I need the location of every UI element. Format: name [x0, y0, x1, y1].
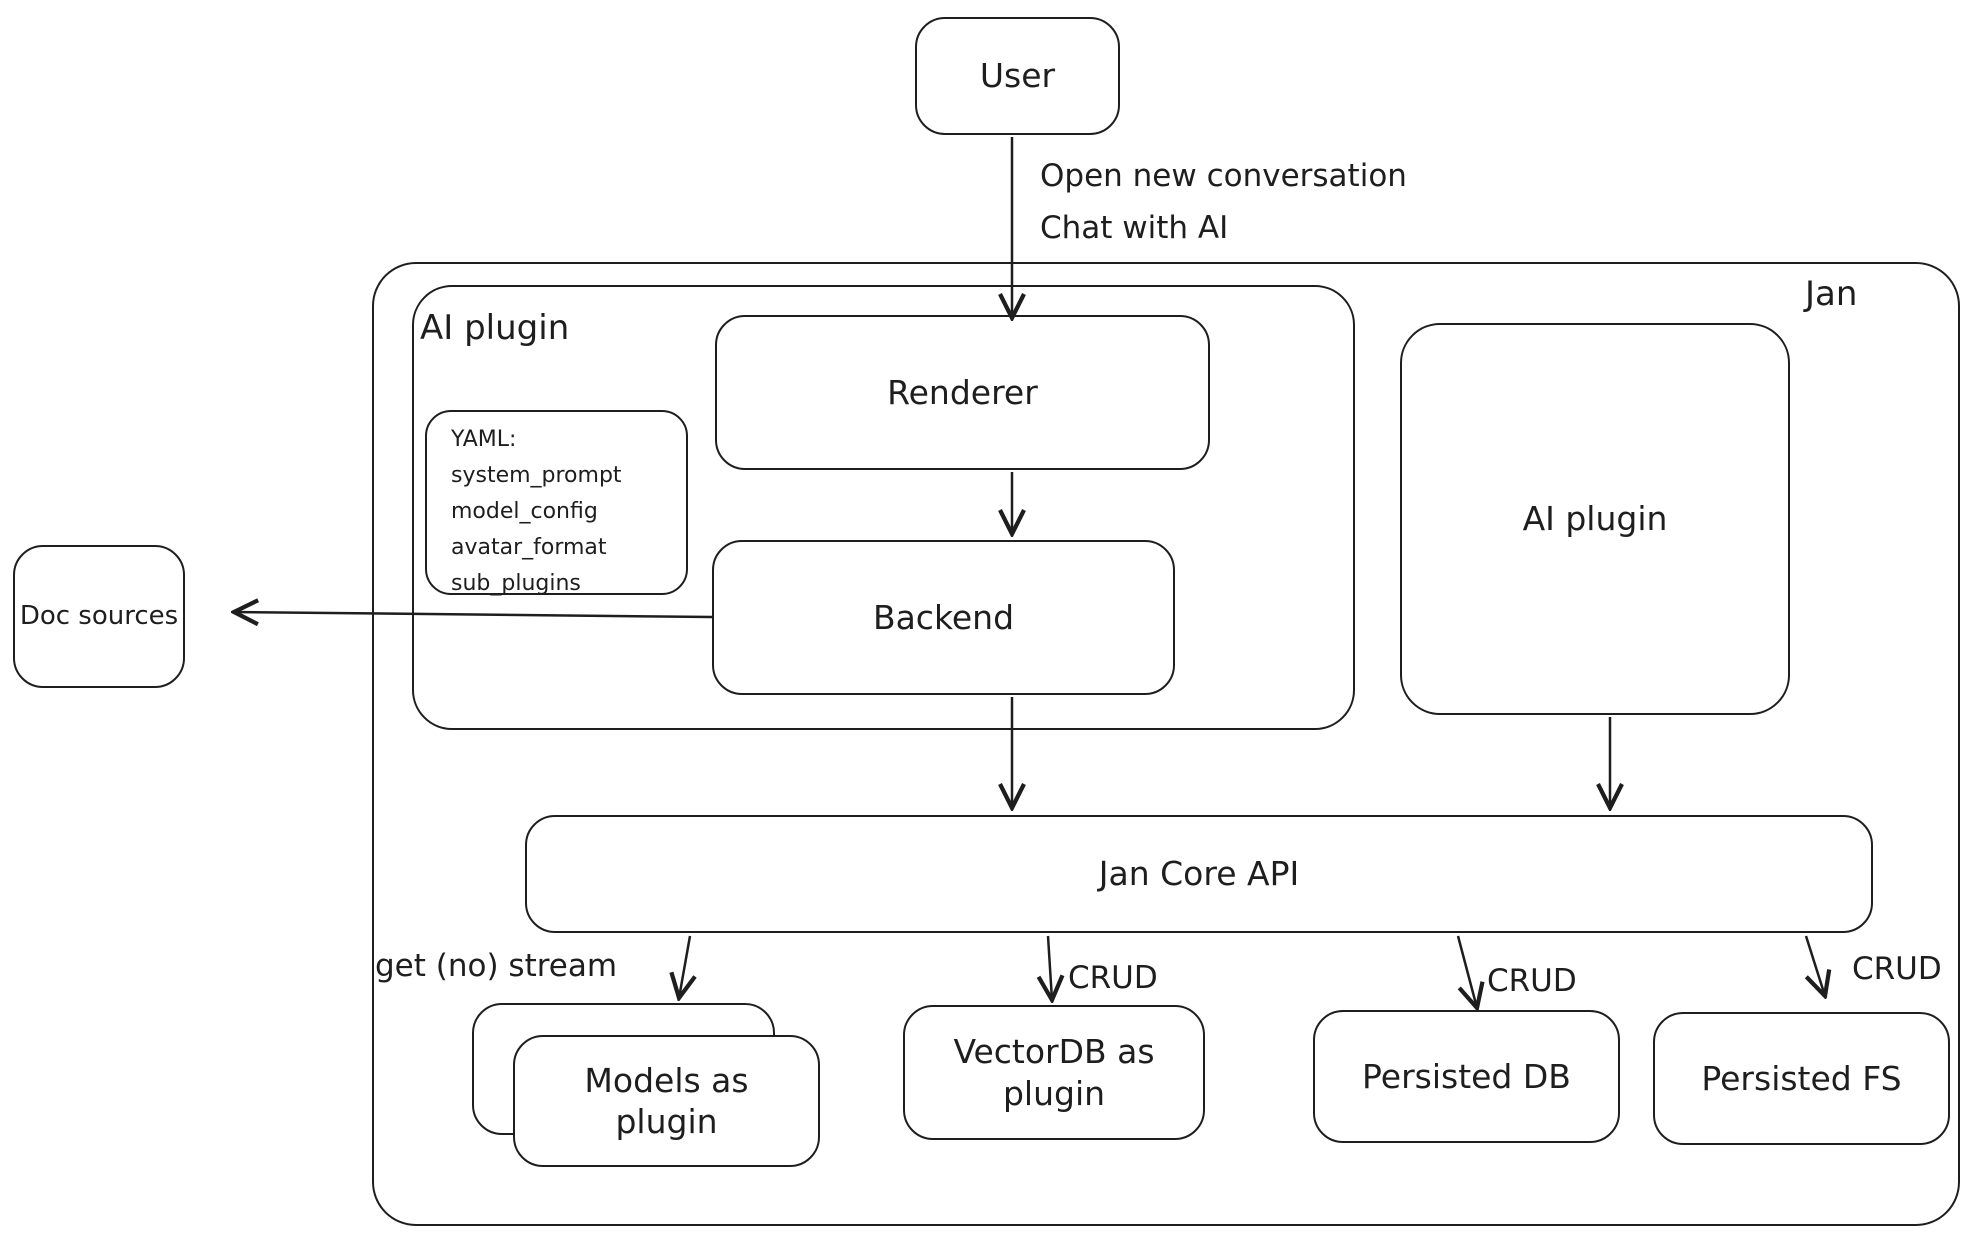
edge-label-get-no-stream: get (no) stream: [375, 948, 618, 984]
user-node: User: [915, 17, 1120, 135]
yaml-note-line: avatar_format: [451, 535, 607, 560]
edge-label-crud-fs: CRUD: [1852, 951, 1942, 987]
vectordb-node-label: VectorDB as plugin: [953, 1032, 1155, 1113]
edge-label-crud-db: CRUD: [1487, 963, 1577, 999]
jan-core-api-node-label: Jan Core API: [1098, 854, 1300, 894]
doc-sources-node-label: Doc sources: [19, 601, 179, 632]
models-node-label: Models as plugin: [584, 1060, 749, 1141]
yaml-note-line: system_prompt: [451, 463, 622, 488]
persisted-fs-node: Persisted FS: [1653, 1012, 1950, 1145]
edge-label-chat-with-ai: Chat with AI: [1040, 210, 1229, 246]
ai-plugin-right-node-label: AI plugin: [1522, 499, 1668, 539]
renderer-node-label: Renderer: [887, 372, 1038, 412]
jan-container-label: Jan: [1805, 274, 1858, 314]
user-node-label: User: [979, 56, 1056, 96]
backend-node: Backend: [712, 540, 1175, 695]
jan-core-api-node: Jan Core API: [525, 815, 1873, 933]
ai-plugin-container-label: AI plugin: [420, 308, 570, 348]
persisted-fs-node-label: Persisted FS: [1701, 1058, 1902, 1098]
yaml-note-line: sub_plugins: [451, 571, 581, 596]
vectordb-node: VectorDB as plugin: [903, 1005, 1205, 1140]
backend-node-label: Backend: [872, 597, 1015, 637]
persisted-db-node: Persisted DB: [1313, 1010, 1620, 1143]
persisted-db-node-label: Persisted DB: [1362, 1056, 1571, 1096]
yaml-note: YAML: system_prompt model_config avatar_…: [425, 410, 688, 596]
ai-plugin-right-node: AI plugin: [1400, 323, 1790, 715]
yaml-note-line: model_config: [451, 499, 598, 524]
models-node: Models as plugin: [513, 1035, 820, 1167]
edge-label-crud-vectordb: CRUD: [1068, 960, 1158, 996]
renderer-node: Renderer: [715, 315, 1210, 470]
doc-sources-node: Doc sources: [13, 545, 185, 688]
edge-label-open-new-conversation: Open new conversation: [1040, 158, 1407, 194]
yaml-note-line: YAML:: [451, 427, 517, 452]
